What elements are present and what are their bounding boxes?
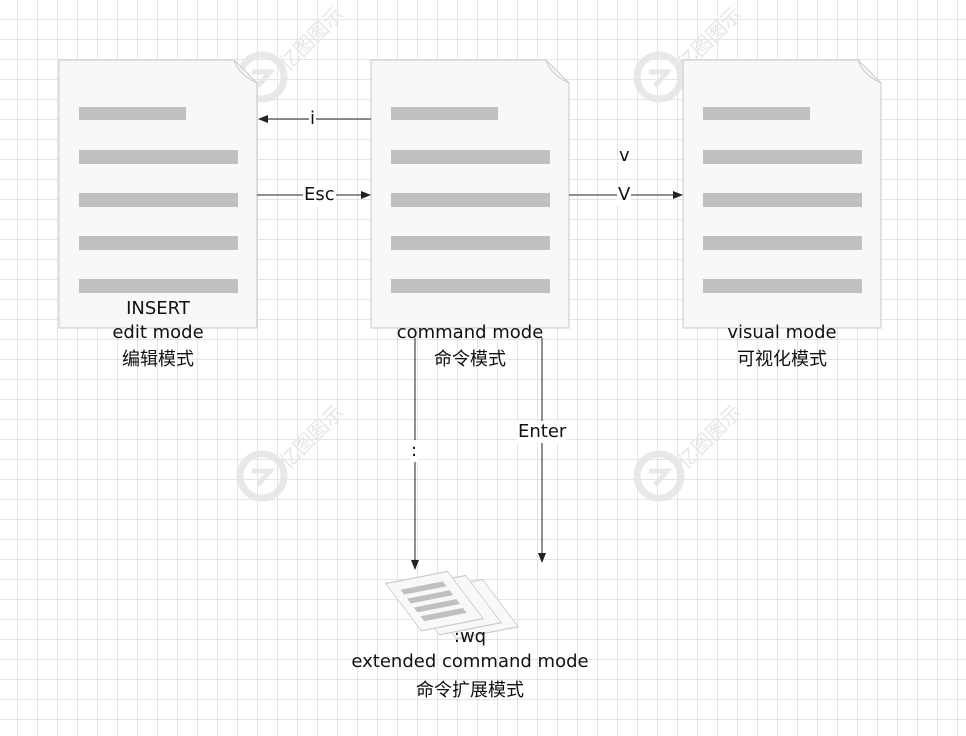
extended-mode-chinese: 命令扩展模式 (416, 680, 524, 701)
insert-mode-title: INSERT (126, 298, 190, 319)
edge-label-v-upper: V (617, 184, 632, 206)
extended-mode-documents[interactable] (384, 570, 520, 640)
watermark-logo-bottom-right (633, 450, 685, 502)
visual-mode-label: visual mode 可视化模式 (682, 321, 882, 375)
watermark-text: 亿图图示 (275, 400, 349, 474)
edge-label-colon: : (410, 440, 419, 462)
visual-mode-title: visual mode (727, 322, 837, 343)
command-mode-label: command mode 命令模式 (370, 321, 570, 375)
edge-label-i: i (309, 108, 317, 130)
command-mode-title: command mode (396, 322, 544, 343)
insert-mode-label: INSERT edit mode 编辑模式 (58, 297, 258, 375)
insert-mode-document[interactable] (58, 59, 258, 329)
edge-label-enter: Enter (517, 421, 568, 443)
watermark-logo-top-right (633, 51, 685, 103)
command-mode-chinese: 命令模式 (434, 349, 506, 370)
watermark-logo-bottom-left (236, 450, 288, 502)
insert-mode-chinese: 编辑模式 (122, 349, 194, 370)
visual-mode-document[interactable] (682, 59, 882, 329)
watermark-text: 亿图图示 (673, 400, 747, 474)
watermark-text: 亿图图示 (275, 2, 349, 76)
command-mode-document[interactable] (370, 59, 570, 329)
extended-mode-shortcut: :wq (453, 626, 487, 647)
edge-label-v-lower: v (619, 145, 630, 166)
extended-mode-title: extended command mode (351, 651, 589, 672)
extended-mode-label: :wq extended command mode 命令扩展模式 (320, 625, 620, 707)
insert-mode-subtitle: edit mode (112, 322, 204, 343)
visual-mode-chinese: 可视化模式 (737, 349, 827, 370)
edge-label-esc: Esc (303, 184, 336, 206)
